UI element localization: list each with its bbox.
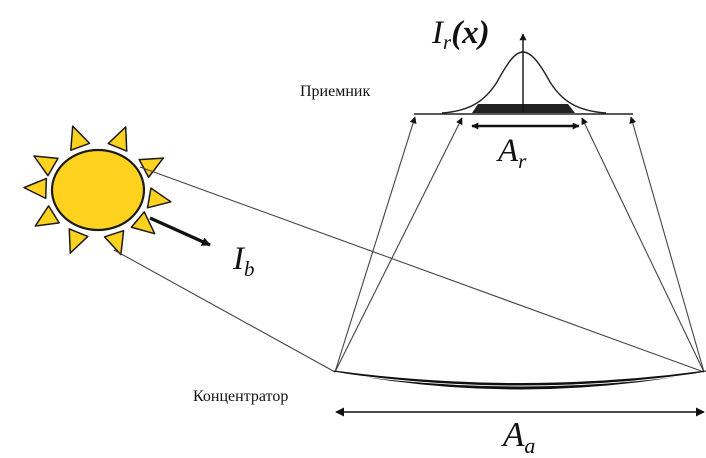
sun-ray-6 (130, 211, 156, 235)
reflected-ray-left-inner (334, 117, 463, 373)
ib-sub: b (244, 257, 255, 281)
receiver-irradiance-label: Ir(x) (431, 15, 490, 54)
ar-base: A (496, 133, 519, 169)
sun-ray-10 (23, 177, 48, 200)
ar-sub: r (518, 149, 527, 173)
sun-ray-3 (107, 126, 128, 152)
reflected-ray-left-outer (334, 116, 417, 373)
sun-ray-1 (33, 155, 59, 177)
sun-ray-9 (34, 205, 60, 227)
ir-sub: r (443, 30, 452, 54)
aperture-area-label: Aa (501, 415, 535, 458)
reflected-ray-right-inner (581, 117, 705, 373)
ir-arg: (x) (451, 15, 489, 51)
aa-base: A (501, 415, 525, 454)
sun-icon (23, 125, 172, 256)
ib-base: I (232, 241, 246, 277)
incident-ray-bottom (113, 249, 336, 373)
ir-base: I (431, 15, 445, 51)
beam-arrow (149, 216, 211, 247)
sun-ray-8 (68, 228, 89, 254)
concentrator-mirror (333, 370, 706, 390)
incident-ray-top (139, 166, 705, 373)
sun-ray-5 (146, 187, 172, 209)
irradiance-profile (441, 51, 607, 114)
beam-irradiance-label: Ib (232, 241, 255, 281)
incident-rays (113, 166, 705, 373)
sun-ray-7 (103, 229, 125, 256)
receiver (414, 33, 633, 130)
reflected-ray-right-outer (629, 116, 705, 373)
sun-ray-2 (70, 125, 91, 151)
receiver-area-label: Ar (496, 133, 527, 173)
reflected-rays (334, 116, 705, 373)
aa-sub: a (524, 433, 535, 458)
receiver-label: Приемник (300, 83, 370, 100)
concentrator-label: Концентратор (193, 388, 288, 405)
